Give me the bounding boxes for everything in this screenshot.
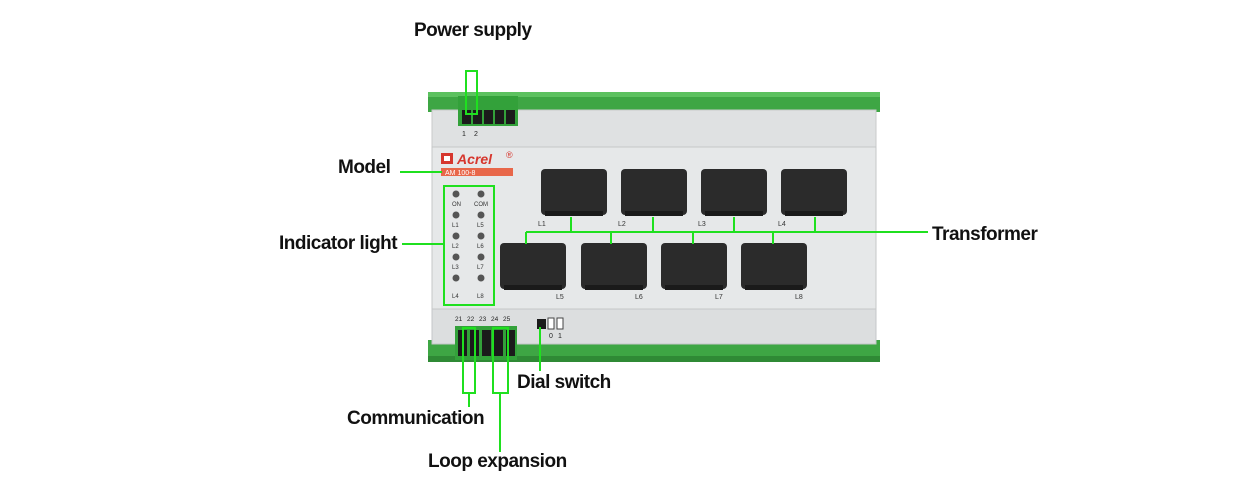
- terminal-label-22: 22: [467, 316, 475, 323]
- led-label: L1: [452, 223, 459, 229]
- led-label: L2: [452, 244, 459, 250]
- dial-switch[interactable]: [537, 317, 564, 330]
- transformer-l1: [541, 169, 607, 216]
- top-terminal-block[interactable]: [458, 96, 518, 126]
- brand-name: Acrel: [456, 151, 493, 167]
- acrel-logo-icon: [441, 153, 453, 164]
- communication-label: Communication: [347, 408, 485, 429]
- power-supply-label: Power supply: [414, 20, 532, 41]
- registered-mark: ®: [506, 150, 513, 160]
- led-label: COM: [474, 202, 488, 208]
- led-panel: [452, 190, 485, 282]
- transformer-l2: [621, 169, 687, 216]
- led-label: L6: [477, 244, 484, 250]
- transformer-l7: [661, 243, 727, 290]
- callout-lines: [400, 70, 928, 452]
- transformer-label: Transformer: [932, 224, 1038, 245]
- terminal-label-24: 24: [491, 316, 499, 323]
- transformer-l4: [781, 169, 847, 216]
- model-code: AM 100-8: [445, 170, 475, 177]
- transformer-l3: [701, 169, 767, 216]
- led-label: ON: [452, 202, 461, 208]
- dial-label-1: 1: [558, 333, 562, 340]
- transformer-label: L8: [795, 294, 803, 301]
- terminal-label-23: 23: [479, 316, 487, 323]
- indicator-light-label: Indicator light: [279, 233, 398, 254]
- transformer-l8: [741, 243, 807, 290]
- transformer-label: L5: [556, 294, 564, 301]
- transformer-l5: [500, 243, 566, 290]
- led-label: L5: [477, 223, 484, 229]
- led-label: L4: [452, 294, 459, 300]
- transformer-label: L3: [698, 221, 706, 228]
- transformer-label: L4: [778, 221, 786, 228]
- terminal-label-2: 2: [474, 131, 478, 138]
- terminal-label-1: 1: [462, 131, 466, 138]
- transformer-label: L1: [538, 221, 546, 228]
- terminal-label-25: 25: [503, 316, 511, 323]
- led-label: L3: [452, 265, 459, 271]
- transformer-label: L7: [715, 294, 723, 301]
- dial-label-0: 0: [549, 333, 553, 340]
- transformer-label: L2: [618, 221, 626, 228]
- terminal-label-21: 21: [455, 316, 463, 323]
- led-label: L7: [477, 265, 484, 271]
- loop-expansion-label: Loop expansion: [428, 451, 567, 472]
- led-label: L8: [477, 294, 484, 300]
- model-strip: [441, 168, 513, 176]
- transformer-l6: [581, 243, 647, 290]
- model-label: Model: [338, 157, 391, 178]
- transformer-label: L6: [635, 294, 643, 301]
- dial-switch-label: Dial switch: [517, 372, 611, 393]
